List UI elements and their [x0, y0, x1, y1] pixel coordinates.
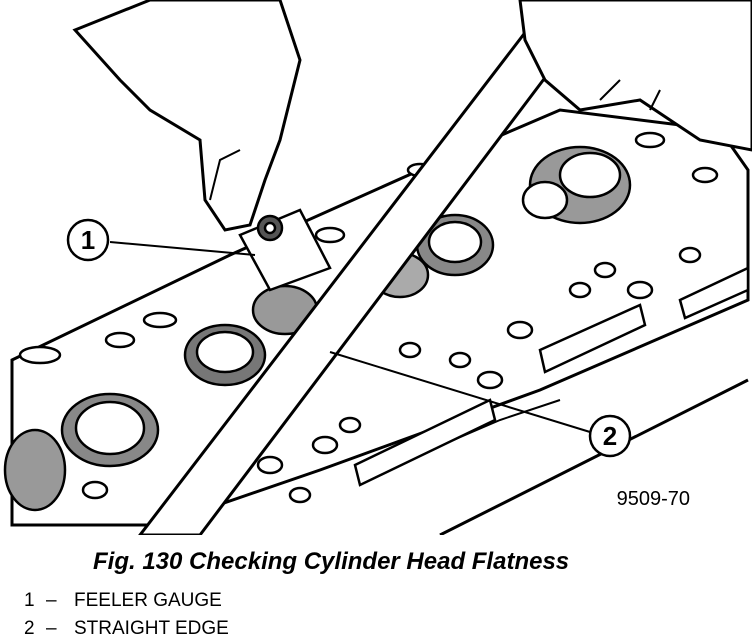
callout-2: 2	[588, 414, 632, 458]
legend-item-2-label: STRAIGHT EDGE	[74, 618, 229, 639]
legend-item-1-label: FEELER GAUGE	[74, 590, 222, 611]
cylinder-head-illustration: 1 2 9509-70	[3, 0, 752, 535]
figure-caption: Fig. 130 Checking Cylinder Head Flatness	[93, 548, 570, 575]
manifold-rails	[353, 266, 750, 487]
figure-id: 9509-70	[617, 488, 690, 510]
callout-1: 1	[66, 218, 110, 262]
hand-left	[72, 0, 302, 232]
legend-item-2-number: 2	[24, 618, 35, 639]
head-ports	[3, 131, 719, 512]
feeler-gauge	[238, 208, 332, 292]
callout-1-label: 1	[81, 225, 95, 255]
legend-item-2-dash: –	[46, 618, 57, 639]
legend-item-1-dash: –	[46, 590, 57, 611]
hand-right	[518, 0, 752, 152]
legend-item-1-number: 1	[24, 590, 35, 611]
legend-item-2: 2–STRAIGHT EDGE	[24, 618, 229, 640]
callout-2-label: 2	[603, 421, 617, 451]
legend-item-1: 1–FEELER GAUGE	[24, 590, 222, 612]
callout-leaders	[109, 241, 591, 433]
